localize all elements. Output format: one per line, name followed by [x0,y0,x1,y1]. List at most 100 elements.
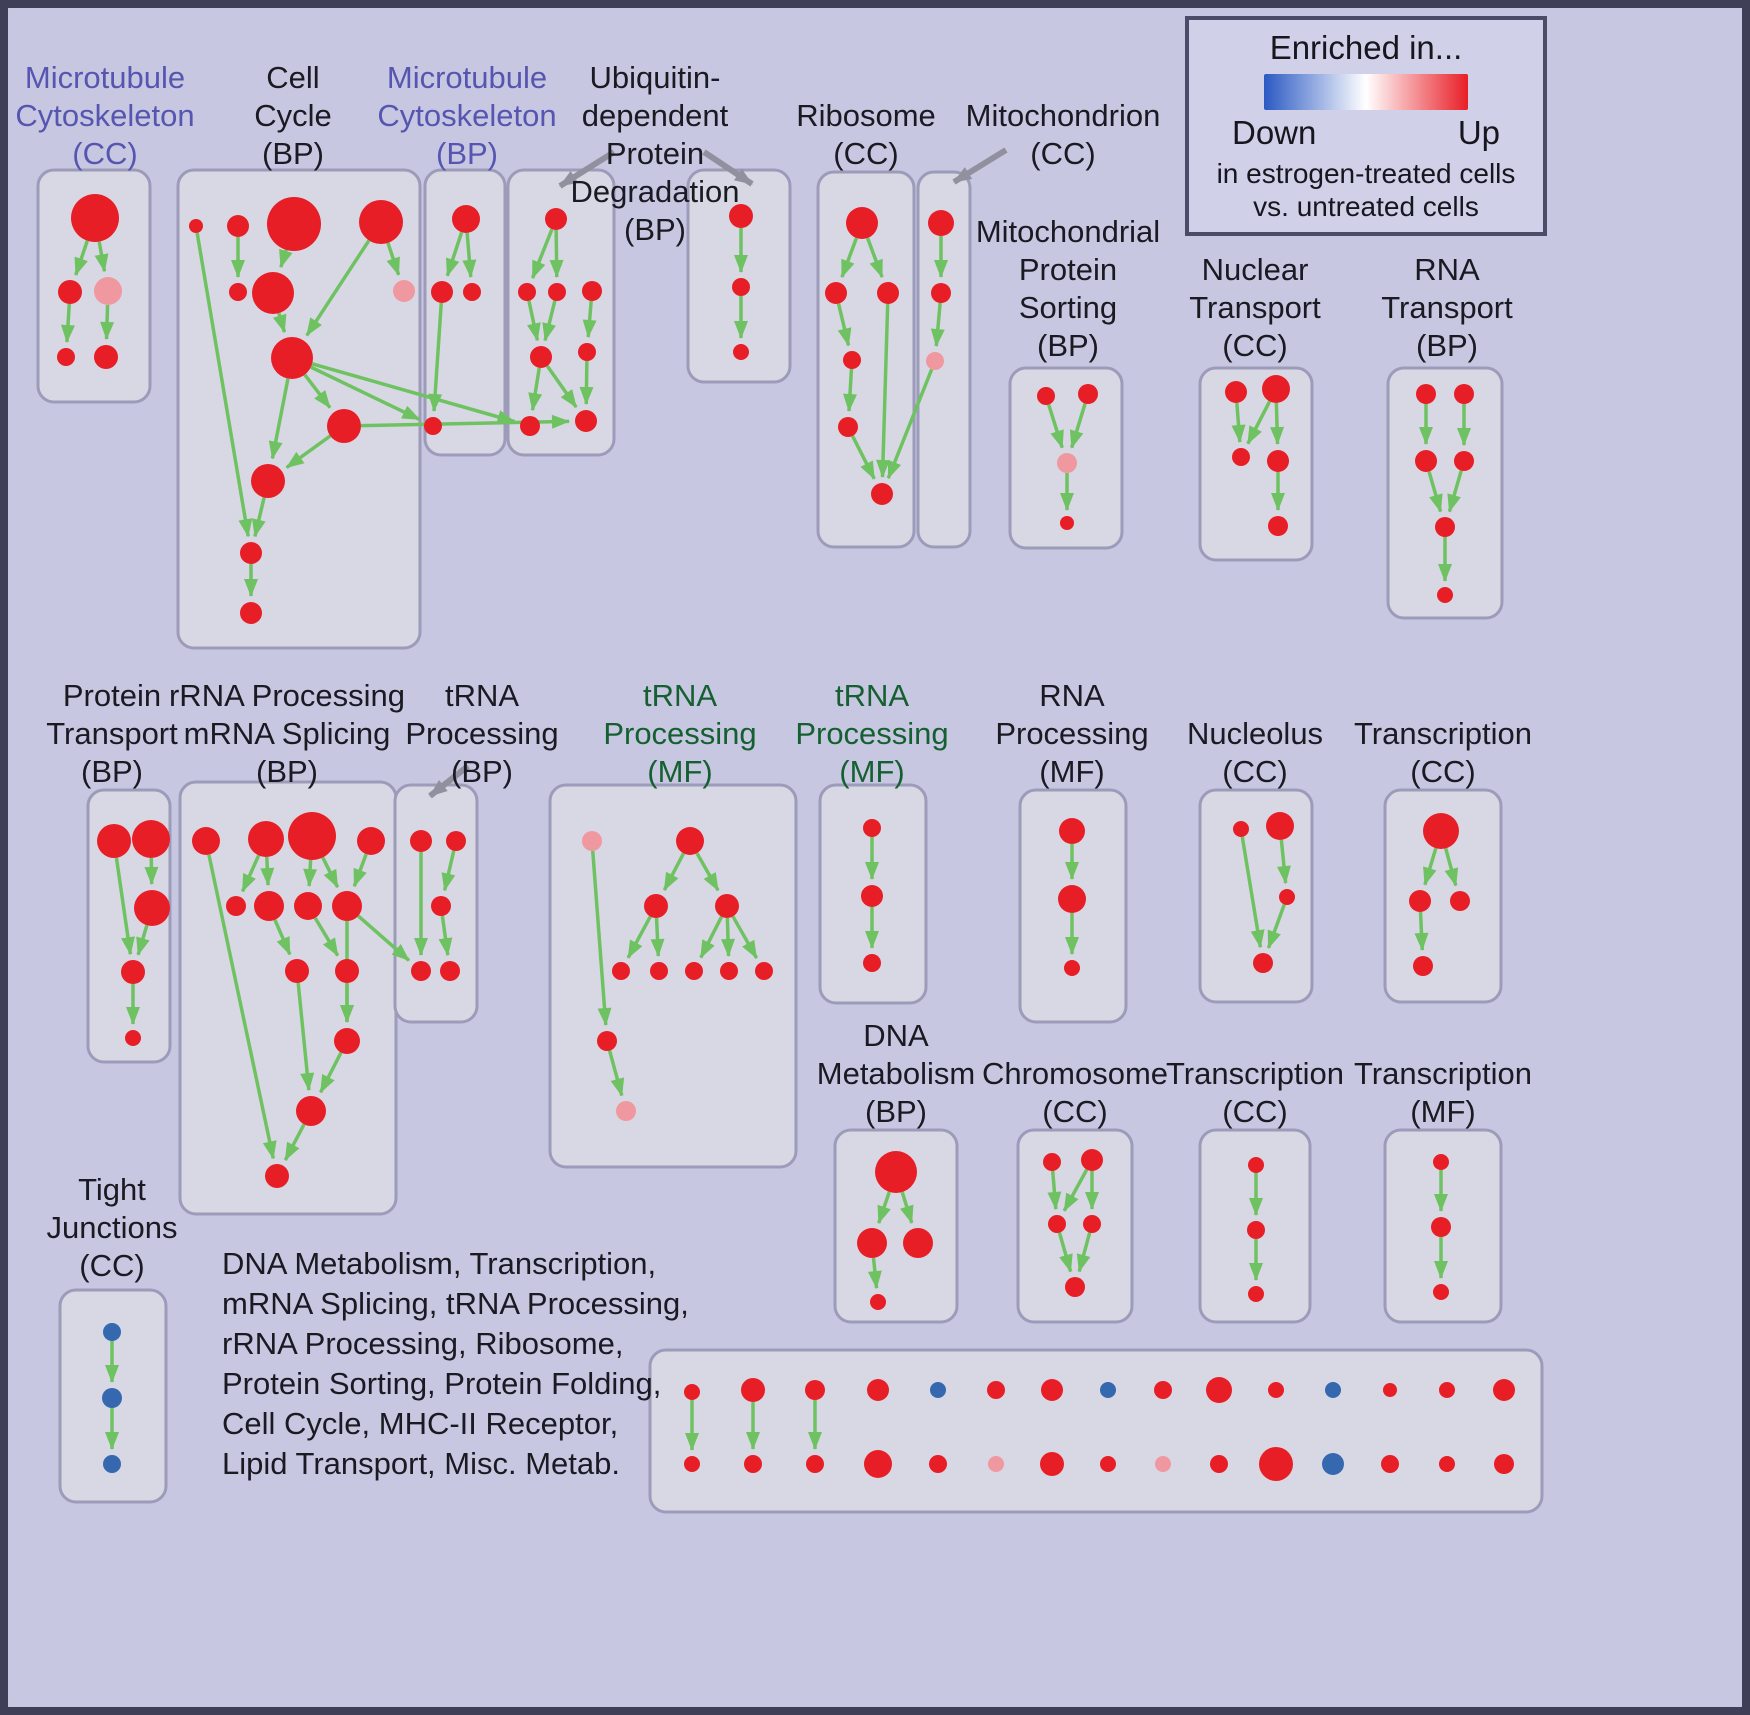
node-t23 [1248,1286,1264,1302]
node-pt3 [134,890,170,926]
edge-cc3-cc6 [279,248,293,269]
node-rt6 [1437,587,1453,603]
node-t32 [1431,1217,1451,1237]
node-xt12 [1325,1382,1341,1398]
cluster-label-rna-processing-mf: RNA [1039,678,1105,713]
node-xb12 [1322,1453,1344,1475]
node-nu3 [1279,889,1295,905]
node-rr3 [288,812,336,860]
node-mp3 [1057,453,1077,473]
edge-rb1-rb3 [865,237,884,279]
node-rp1 [1059,818,1085,844]
cluster-label-tight-junctions-cc: (CC) [79,1248,144,1283]
node-ubb1 [729,204,753,228]
cluster-box-microtubule-cytoskeleton-bp [423,168,507,457]
node-rp3 [1064,960,1080,976]
cluster-label-microtubule-cytoskeleton-bp: Microtubule [387,60,547,95]
node-tm1 [582,831,602,851]
node-mb1 [452,205,480,233]
node-rr5 [226,896,246,916]
cluster-box-trna-processing-mf-large [548,783,798,1169]
node-nu2 [1266,812,1294,840]
cluster-label-cell-cycle-bp: Cycle [254,98,332,133]
node-xb15 [1494,1454,1514,1474]
edge-mt2-mt3 [930,302,945,348]
edge-tc1-tc3 [1444,847,1459,887]
node-xb5 [929,1455,947,1473]
cluster-label-transcription-cc-lower: (CC) [1222,1094,1287,1129]
cluster-label-protein-transport-bp: Protein [63,678,161,713]
edge-ch4-ch5 [1076,1232,1092,1273]
node-rr2 [248,821,284,857]
edge-rr12-rr13 [283,1123,306,1161]
edge-mb2-mb4 [428,302,444,413]
node-rt4 [1454,451,1474,471]
node-xb8 [1100,1456,1116,1472]
cluster-label-trna-processing-mf-large: Processing [603,716,756,751]
cluster-label-rrna-processing-mrna-splicing-bp: (BP) [256,754,318,789]
node-xb10 [1210,1455,1228,1473]
cluster-label-ribosome-cc: (CC) [833,136,898,171]
node-tc1 [1423,813,1459,849]
edge-cc8-cc10 [268,378,290,460]
node-xt1 [684,1384,700,1400]
node-rr1 [192,827,220,855]
node-xb4 [864,1450,892,1478]
node-cc4 [359,200,403,244]
cluster-label-trna-processing-bp: Processing [405,716,558,751]
edge-mc1-mc2 [74,240,89,276]
misc-text-line: rRNA Processing, Ribosome, [222,1326,623,1361]
edge-nt1-nt3 [1231,402,1246,444]
node-xb3 [806,1455,824,1473]
edge-ua5-ua7 [528,367,543,412]
node-tm4 [715,894,739,918]
node-ubb3 [733,344,749,360]
cluster-label-ubiquitin-degradation-bp-a: Protein [606,136,704,171]
cluster-label-nuclear-transport-cc: Nuclear [1202,252,1309,287]
node-ts1 [863,819,881,837]
node-mc2 [58,280,82,304]
annotation-arrow-0 [558,149,616,189]
edge-mb1-mb2 [445,231,464,277]
node-xt3 [805,1380,825,1400]
node-ua4 [582,281,602,301]
cluster-label-mitochondrion-cc: (CC) [1030,136,1095,171]
node-t22 [1247,1221,1265,1239]
edge-rr8-tb4 [357,914,411,962]
edge-ua2-ua5 [526,300,541,342]
node-tm3 [644,894,668,918]
cluster-label-ubiquitin-degradation-bp-a: Ubiquitin- [590,60,721,95]
node-tj3 [103,1455,121,1473]
edge-mc1-mc3 [94,241,109,273]
legend-gradient-bar [1264,74,1468,110]
cluster-label-mitochondrial-protein-sorting-bp: Protein [1019,252,1117,287]
cluster-label-chromosome-cc: Chromosome [982,1056,1168,1091]
node-ch5 [1065,1277,1085,1297]
cluster-label-rna-processing-mf: Processing [995,716,1148,751]
node-cc9 [327,409,361,443]
node-xt14 [1439,1382,1455,1398]
node-xt13 [1383,1383,1397,1397]
edge-ch2-ch3 [1062,1168,1089,1212]
node-xt15 [1493,1379,1515,1401]
misc-text-line: Protein Sorting, Protein Folding, [222,1366,661,1401]
cluster-label-trna-processing-mf-small: Processing [795,716,948,751]
legend-title: Enriched in... [1269,29,1463,66]
node-nu1 [1233,821,1249,837]
node-rr13 [265,1164,289,1188]
node-nt4 [1267,450,1289,472]
cluster-label-chromosome-cc: (CC) [1042,1094,1107,1129]
node-rr11 [334,1028,360,1054]
node-xt4 [867,1379,889,1401]
edge-ua5-ua8 [545,364,578,409]
annotation-arrow-2 [952,147,1008,185]
cluster-label-mitochondrial-protein-sorting-bp: Sorting [1019,290,1117,325]
node-rb6 [871,483,893,505]
cluster-box-misc-metabolism-strip [648,1348,1544,1514]
node-t31 [1433,1154,1449,1170]
edge-cc8-ua7 [311,362,516,424]
node-mc3 [94,277,122,305]
edge-tm4-tm8 [721,917,736,958]
